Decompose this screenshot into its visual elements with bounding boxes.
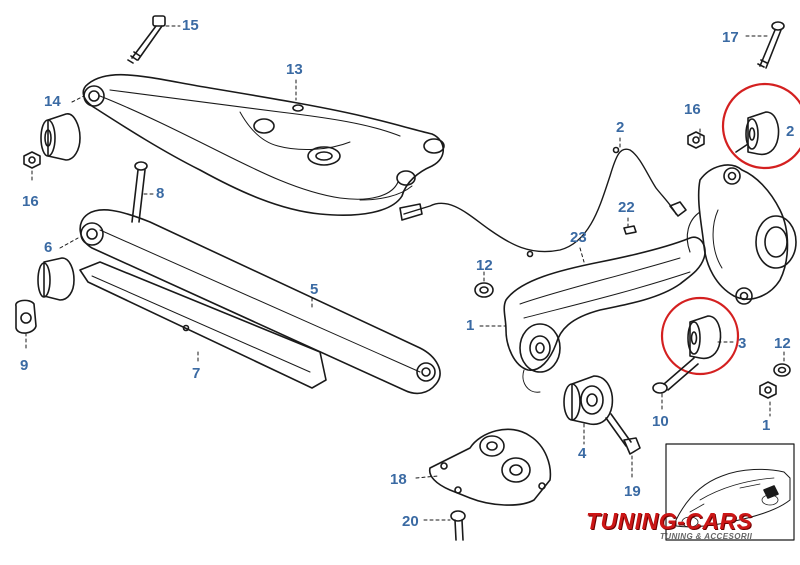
bracket-18: [428, 428, 552, 506]
callout-7: 7: [192, 365, 201, 382]
callout-13: 13: [286, 61, 303, 78]
nut-12-left: [474, 282, 494, 298]
callout-1-right: 1: [762, 417, 771, 434]
callout-9: 9: [20, 357, 29, 374]
part-1-right: [759, 381, 777, 399]
callout-18: 18: [390, 471, 407, 488]
bolt-19: [605, 413, 641, 455]
callout-5: 5: [310, 281, 319, 298]
bushing-14: [40, 113, 81, 161]
callout-10: 10: [652, 413, 669, 430]
highlight-circle-bottom: [660, 296, 740, 376]
leader-lines: [25, 25, 785, 521]
logo-main-text: TUNING-CARS: [586, 508, 753, 534]
callout-23: 23: [570, 229, 587, 246]
logo-sub-text: TUNING & ACCESORII: [660, 532, 753, 541]
upper-control-arm: [82, 74, 445, 216]
bushing-3-highlighted: [660, 296, 740, 376]
callout-15: 15: [182, 17, 199, 34]
bolt-15: [127, 15, 166, 64]
wheel-carrier: [686, 164, 797, 305]
car-location-inset: [665, 443, 795, 541]
bolt-17: [757, 21, 785, 69]
cover-plate-7: [79, 261, 327, 389]
highlight-circle-top: [721, 82, 800, 170]
callout-20: 20: [402, 513, 419, 530]
callout-22: 22: [618, 199, 635, 216]
part-9: [15, 299, 37, 334]
callout-16-left: 16: [22, 193, 39, 210]
callout-2-circled: 2: [786, 123, 795, 140]
bushing-6: [37, 257, 75, 301]
callout-1-left: 1: [466, 317, 475, 334]
long-arm-5: [79, 209, 441, 395]
callout-12-left: 12: [476, 257, 493, 274]
nut-16-right: [687, 131, 705, 149]
callout-3: 3: [738, 335, 747, 352]
bushing-2-highlighted: [721, 82, 800, 170]
callout-14: 14: [44, 93, 61, 110]
callout-17: 17: [722, 29, 739, 46]
tuning-cars-logo: TUNING-CARS TUNING & ACCESORII: [586, 508, 786, 548]
lower-arm-23: [503, 236, 706, 393]
callout-12-right: 12: [774, 335, 791, 352]
callout-8: 8: [156, 185, 165, 202]
callout-4: 4: [578, 445, 587, 462]
bolt-20: [450, 510, 466, 541]
callout-19: 19: [624, 483, 641, 500]
callout-6: 6: [44, 239, 53, 256]
nut-12-right: [773, 363, 791, 377]
callout-2-top: 2: [616, 119, 625, 136]
bolt-8: [131, 161, 148, 223]
sensor-wire-2: [399, 146, 687, 258]
callout-16-right: 16: [684, 101, 701, 118]
nut-16-left: [23, 151, 41, 169]
part-22: [623, 225, 637, 235]
bushing-4: [563, 375, 614, 426]
bolt-10: [652, 357, 699, 394]
